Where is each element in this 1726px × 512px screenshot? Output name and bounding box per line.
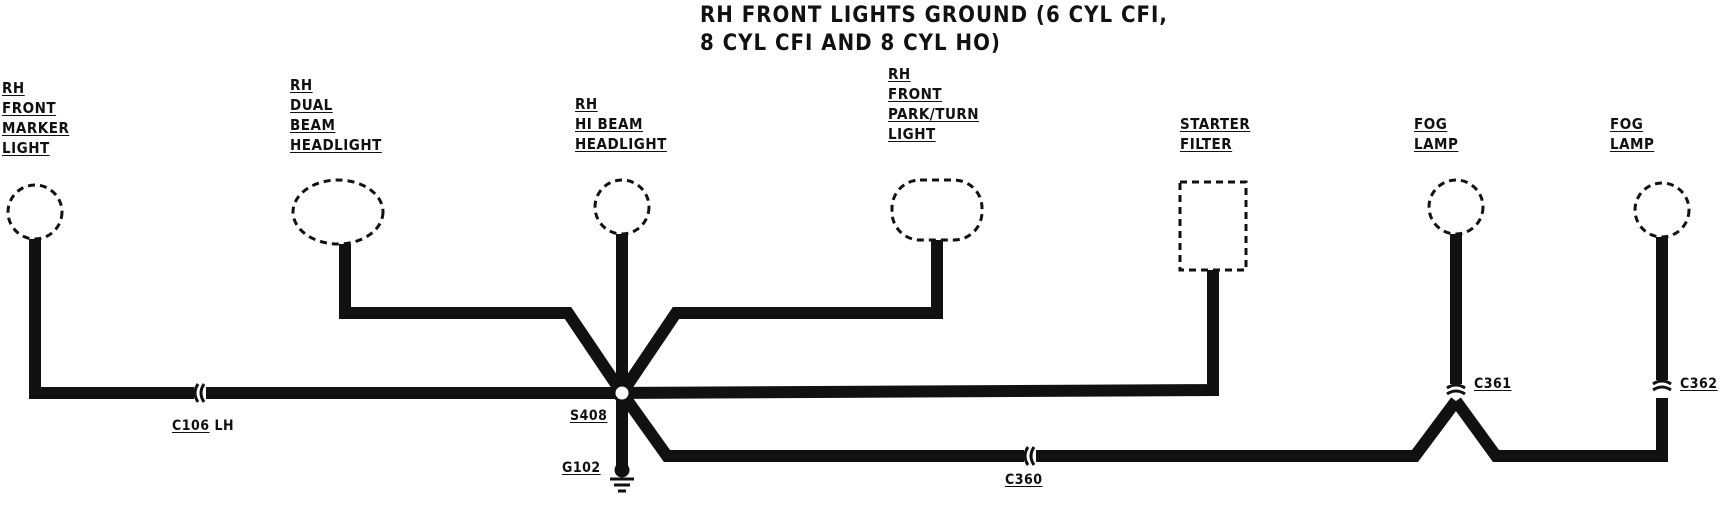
s408-label: S408	[570, 408, 608, 424]
wire-c361-to-c362	[1451, 397, 1668, 462]
wire-marker-light	[29, 239, 194, 399]
c360-label: C360	[1005, 472, 1043, 488]
rh-front-marker-light-label: RH FRONT MARKER LIGHT	[2, 79, 70, 157]
wire-dual-beam-headlight	[339, 244, 627, 397]
rh-hi-beam-headlight-label: RH HI BEAM HEADLIGHT	[575, 95, 667, 153]
starter-filter-label: STARTER FILTER	[1180, 115, 1251, 153]
diagram-title-line-1: RH FRONT LIGHTS GROUND (6 CYL CFI,	[700, 3, 1168, 28]
wire-s408-to-c360	[617, 389, 1024, 462]
starter-filter-symbol	[1178, 180, 1248, 272]
fog-lamp-2-label: FOG LAMP	[1610, 115, 1655, 153]
wire-park-turn-light	[617, 240, 943, 397]
c361-connector-symbol	[1446, 383, 1466, 396]
c106-suffix: LH	[214, 418, 235, 434]
rh-dual-beam-headlight-symbol	[291, 178, 385, 246]
c106-id: C106	[172, 418, 210, 434]
c362-label: C362	[1680, 376, 1718, 392]
fog-lamp-2-symbol	[1633, 181, 1691, 239]
c361-label: C361	[1474, 376, 1512, 392]
g102-ground-symbol	[610, 462, 634, 493]
g102-label: G102	[562, 460, 601, 476]
c106-label: C106 LH	[172, 418, 234, 434]
fog-lamp-1-symbol	[1427, 178, 1485, 236]
c106-connector-symbol	[193, 383, 206, 403]
fog-lamp-1-label: FOG LAMP	[1414, 115, 1459, 153]
rh-dual-beam-headlight-label: RH DUAL BEAM HEADLIGHT	[290, 76, 382, 154]
diagram-title: RH FRONT LIGHTS GROUND (6 CYL CFI, 8 CYL…	[700, 2, 1168, 58]
rh-hi-beam-headlight-symbol	[593, 178, 651, 236]
diagram-title-line-2: 8 CYL CFI AND 8 CYL HO)	[700, 31, 1001, 56]
s408-splice-symbol	[612, 383, 632, 403]
rh-front-park-turn-light-label: RH FRONT PARK/TURN LIGHT	[888, 65, 980, 143]
wire-c360-to-c361	[1036, 397, 1461, 462]
rh-front-park-turn-light-symbol	[890, 178, 984, 242]
wire-starter-filter	[621, 270, 1219, 399]
c360-connector-symbol	[1023, 446, 1036, 466]
rh-front-marker-light-symbol	[6, 183, 64, 241]
c362-connector-symbol	[1652, 379, 1672, 392]
